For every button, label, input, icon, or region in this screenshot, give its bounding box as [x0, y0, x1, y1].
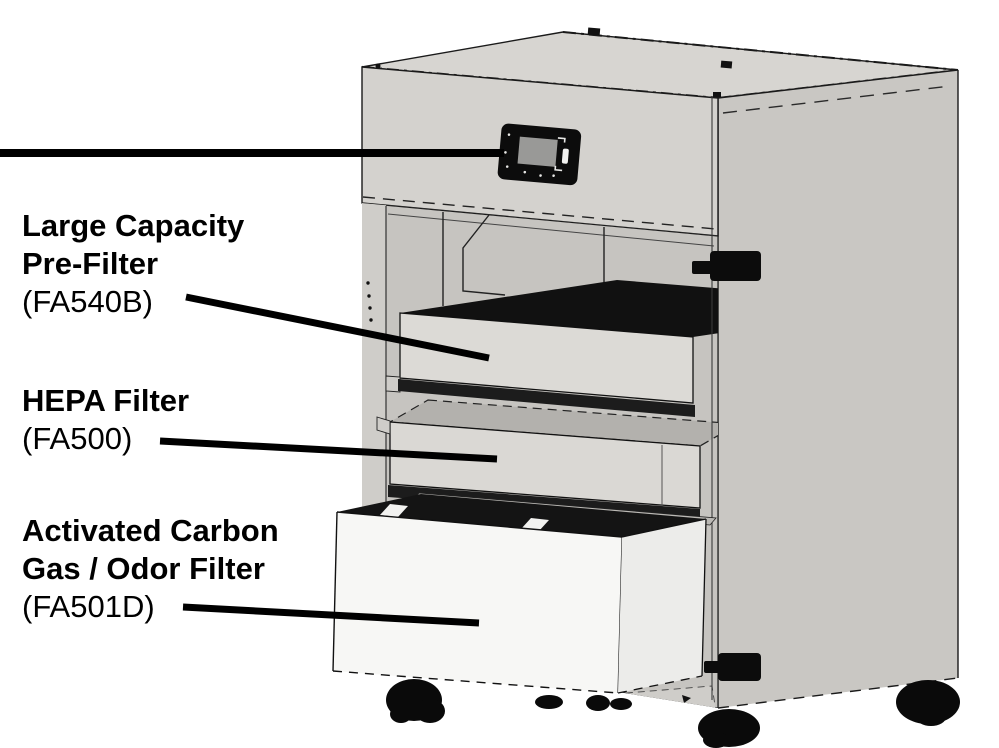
filter-rail-bracket: [462, 214, 506, 296]
part-name-line: Pre-Filter: [22, 246, 159, 281]
top-edge-tab: [720, 60, 733, 69]
part-name-line: HEPA Filter: [22, 383, 190, 418]
latch-upper: [692, 251, 761, 281]
part-code: (FA500): [22, 421, 133, 456]
control-panel-screen: [517, 136, 558, 167]
pre-filter-media-top: [400, 280, 718, 337]
leader-lines: [0, 149, 504, 627]
panel-side-button: [561, 148, 569, 164]
callout-hepa-filter: HEPA Filter (FA500): [22, 382, 189, 458]
drawer-front-face: [333, 512, 622, 693]
hepa-filter-top: [388, 399, 718, 447]
latch-lower: [704, 653, 761, 681]
leader-line-pre-filter: [185, 293, 490, 362]
part-code: (FA540B): [22, 284, 153, 319]
cabinet-right-panel: [717, 69, 959, 709]
part-code: (FA501D): [22, 589, 155, 624]
callout-pre-filter: Large Capacity Pre-Filter (FA540B): [22, 207, 244, 321]
control-panel: [497, 123, 582, 186]
part-name-line: Gas / Odor Filter: [22, 551, 265, 586]
caster-rear-partial: [535, 695, 563, 709]
callout-carbon-filter: Activated Carbon Gas / Odor Filter (FA50…: [22, 512, 279, 626]
leader-line-carbon-filter: [182, 603, 480, 627]
part-name-line: Large Capacity: [22, 208, 245, 243]
leader-line-hepa-filter: [159, 437, 498, 463]
carbon-filter-drawer: [332, 492, 717, 694]
caster-wheels: [386, 679, 960, 748]
part-name-line: Activated Carbon: [22, 513, 279, 548]
carbon-media-top: [337, 494, 706, 537]
pre-filter-box: [385, 280, 718, 417]
top-edge-tab: [587, 27, 601, 36]
